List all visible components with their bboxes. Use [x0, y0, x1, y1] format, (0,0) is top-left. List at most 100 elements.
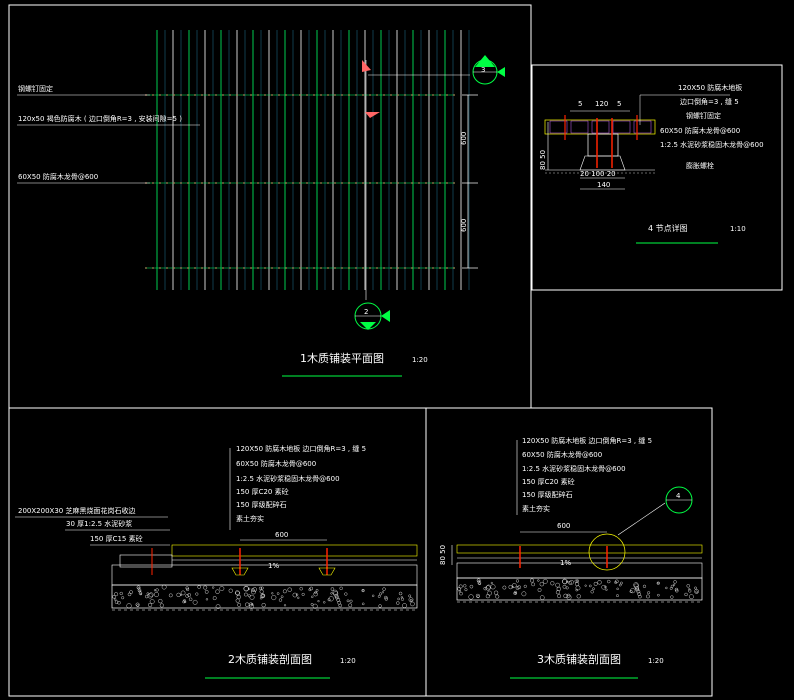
plan-dimension: [462, 94, 478, 269]
gravel-particle: [604, 585, 607, 589]
gravel-particle: [669, 587, 673, 590]
s3-label-2: 60X50 防腐木龙骨@600: [522, 450, 602, 459]
gravel-particle: [308, 588, 312, 592]
gravel-particle: [136, 604, 140, 607]
gravel-particle: [384, 595, 388, 600]
gravel-particle: [261, 603, 266, 608]
gravel-particle: [398, 591, 403, 596]
s2-left-label-1: 200X200X30 芝麻黑烧面花岗石收边: [18, 506, 135, 515]
gravel-particle: [490, 581, 493, 584]
gravel-particle: [153, 589, 156, 592]
gravel-particle: [301, 592, 305, 596]
gravel-particle: [476, 595, 480, 599]
s3-dim-left: 80 50: [439, 545, 447, 565]
gravel-particle: [149, 599, 155, 604]
gravel-particle: [212, 586, 215, 589]
gravel-particle: [490, 584, 496, 590]
plan-label-3: 60X50 防腐木龙骨@600: [18, 172, 98, 181]
plan-label-1: 钢螺钉固定: [18, 84, 53, 93]
gravel-particle: [295, 593, 299, 596]
s3-dim: 600: [557, 522, 570, 530]
gravel-particle: [185, 586, 189, 590]
gravel-particle: [337, 600, 341, 605]
s2-left-label-3: 150 厚C15 素砼: [90, 534, 143, 543]
gravel-particle: [670, 595, 674, 599]
gravel-particle: [243, 585, 249, 592]
gravel-particle: [203, 585, 208, 590]
gravel-particle: [530, 578, 534, 583]
gravel-particle: [512, 583, 517, 588]
gravel-particle: [592, 587, 595, 591]
gravel-particle: [597, 580, 602, 585]
gravel-particle: [378, 604, 382, 608]
gravel-particle: [314, 591, 317, 594]
gravel-particle: [113, 598, 117, 601]
gravel-particle: [409, 598, 413, 602]
gravel-particle: [148, 592, 154, 598]
plan-frame: [8, 4, 532, 409]
gravel-particle: [328, 596, 334, 602]
gravel-particle: [228, 588, 233, 593]
gravel-particle: [243, 592, 248, 597]
gravel-particle: [297, 596, 300, 599]
gravel-particle: [119, 591, 123, 596]
gravel-particle: [477, 579, 481, 583]
gravel-particle: [495, 594, 500, 599]
gravel-particle: [556, 586, 561, 592]
gravel-particle: [477, 581, 482, 585]
gravel-particle: [249, 594, 255, 600]
gravel-particle: [243, 586, 249, 592]
gravel-particle: [511, 585, 514, 589]
plan-label-2: 120x50 褐色防腐木 ( 边口倒角R=3 , 安装间隙=5 ): [18, 114, 182, 123]
gravel-particle: [515, 579, 520, 583]
gravel-particle: [483, 586, 487, 591]
gravel-particle: [245, 602, 250, 607]
gravel-particle: [459, 591, 463, 596]
gravel-particle: [688, 588, 691, 591]
detail-label-5: 1:2.5 水泥砂浆稳固木龙骨@600: [660, 140, 764, 149]
gravel-particle: [601, 585, 606, 590]
s3-label-4: 150 厚C20 素砼: [522, 477, 575, 486]
gravel-particle: [670, 584, 674, 588]
gravel-particle: [537, 588, 542, 592]
gravel-particle: [642, 584, 647, 588]
gravel-particle: [657, 581, 660, 585]
gravel-particle: [605, 588, 608, 591]
detail-frame: [531, 64, 783, 291]
gravel-particle: [250, 603, 254, 606]
gravel-particle: [555, 590, 560, 595]
gravel-particle: [523, 584, 527, 588]
section3-drawing: [451, 440, 703, 603]
gravel-particle: [463, 584, 467, 588]
detail-label-3: 钢螺钉固定: [686, 111, 721, 120]
gravel-particle: [673, 580, 677, 584]
plan-dim-a: 600: [460, 132, 468, 145]
gravel-particle: [493, 590, 499, 595]
gravel-particle: [464, 588, 468, 592]
gravel-particle: [408, 594, 412, 598]
gravel-particle: [542, 578, 548, 584]
detail-dim-left: 80 50: [539, 150, 547, 170]
gravel-particle: [236, 594, 241, 600]
gravel-particle: [117, 601, 121, 605]
gravel-particle: [180, 590, 186, 596]
gravel-particle: [339, 586, 343, 590]
detail-scale: 1:10: [730, 225, 746, 233]
detail-board: [570, 120, 589, 134]
gravel-particle: [278, 598, 283, 602]
s2-left-label-2: 30 厚1:2.5 水泥砂浆: [66, 519, 132, 528]
gravel-particle: [259, 589, 264, 594]
gravel-particle: [589, 584, 592, 588]
s2-title: 2木质铺装剖面图: [228, 652, 312, 666]
gravel-particle: [647, 591, 651, 595]
gravel-particle: [138, 589, 142, 593]
gravel-particle: [114, 600, 119, 604]
gravel-particle: [517, 585, 521, 590]
gravel-particle: [312, 603, 318, 609]
gravel-particle: [630, 588, 636, 594]
gravel-particle: [258, 586, 263, 590]
gravel-particle: [379, 592, 382, 596]
gravel-particle: [138, 591, 143, 595]
s2-label-4: 150 厚C20 素砼: [236, 487, 289, 496]
plan-leaders: [17, 94, 200, 184]
